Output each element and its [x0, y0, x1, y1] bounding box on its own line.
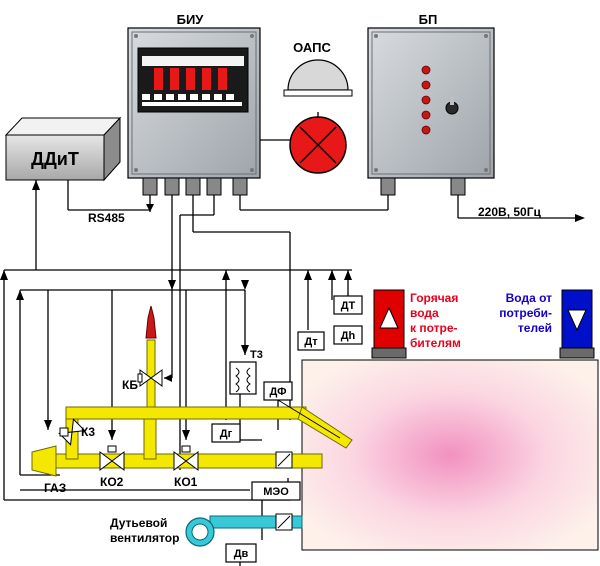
- dh-sensor: [333, 325, 363, 345]
- hot-water-pipe: [371, 289, 407, 359]
- biu-label: БИУ: [177, 12, 205, 27]
- hot-water-line-4: бителям: [410, 336, 461, 350]
- sensor-boxes: [211, 295, 363, 563]
- water-from-line-1: Вода от: [506, 291, 552, 305]
- ko2-label: КО2: [100, 475, 124, 489]
- water-from-line-2: потреби-: [499, 306, 552, 320]
- dh-label: Дh: [341, 330, 356, 342]
- siren-icon: [287, 59, 349, 91]
- rs485-label: RS485: [88, 211, 125, 225]
- boiler: [301, 359, 599, 551]
- biu-cabinet: БИУ: [127, 12, 261, 196]
- tz-label: Т3: [250, 349, 263, 361]
- arrowheads: [0, 180, 585, 440]
- dv-label: Дв: [234, 548, 249, 560]
- bp-label: БП: [419, 12, 438, 27]
- igniter-icon: [145, 305, 157, 339]
- arrow-down-icon: [567, 309, 587, 332]
- bp-cabinet: БП: [367, 12, 495, 196]
- dt-small-label: Дт: [304, 336, 318, 348]
- kb-label: КБ: [122, 378, 138, 392]
- dv-sensor: [225, 543, 257, 563]
- water-from-line-3: телей: [518, 321, 552, 335]
- dg-sensor: [211, 423, 241, 443]
- dt-small-sensor: [297, 331, 325, 351]
- dt-label: ДТ: [341, 300, 356, 312]
- hot-water-line-2: вода: [410, 306, 439, 320]
- dampers: [275, 451, 293, 531]
- arrow-up-icon: [379, 306, 399, 329]
- power-label: 220В, 50Гц: [478, 205, 542, 219]
- ddit-label: ДДиТ: [31, 149, 79, 169]
- cold-water-pipe: [559, 289, 595, 359]
- hot-water-line-1: Горячая: [410, 291, 458, 305]
- ddit-unit: ДДиТ: [4, 116, 122, 182]
- gas-valves: [58, 369, 199, 471]
- tz-sensor: [229, 361, 257, 395]
- gas-label: ГАЗ: [44, 481, 66, 495]
- oaps-label: ОАПС: [293, 40, 331, 55]
- dg-label: Дг: [220, 428, 233, 440]
- oaps-alarm: ОАПС: [283, 40, 353, 174]
- df-label: ДФ: [269, 386, 286, 398]
- hot-water-line-3: к потре-: [410, 321, 458, 335]
- fan-label-1: Дутьевой: [110, 516, 167, 530]
- ko1-label: КО1: [174, 475, 198, 489]
- meo-box: [251, 481, 301, 501]
- fan-label-2: вентилятор: [110, 531, 179, 545]
- gas-inlet-icon: [31, 445, 57, 477]
- k3-label: К3: [81, 425, 95, 439]
- meo-label: МЭО: [263, 486, 289, 498]
- dt-sensor: [333, 295, 363, 315]
